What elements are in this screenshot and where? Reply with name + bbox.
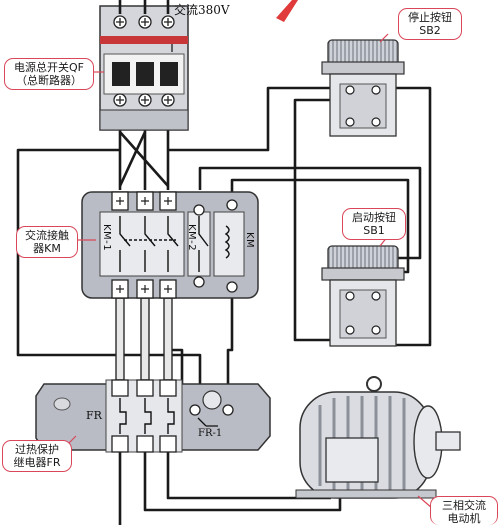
bar-3 xyxy=(163,297,173,381)
start-button-sb1[interactable] xyxy=(321,245,405,347)
circuit-breaker-qf xyxy=(99,0,189,131)
callout-motor-line2: 电动机 xyxy=(447,512,481,525)
bar-1 xyxy=(115,297,125,381)
callout-start-button: 启动按钮 SB1 xyxy=(342,208,406,240)
wires xyxy=(16,86,432,525)
callout-main-breaker: 电源总开关QF （总断路器） xyxy=(4,58,94,90)
overload-relay-fr xyxy=(35,379,271,453)
bar-2 xyxy=(140,297,150,381)
callout-stop-button-line2: SB2 xyxy=(419,24,441,37)
callout-motor-line1: 三相交流 xyxy=(442,499,486,512)
wire-coil-to-fr xyxy=(226,298,234,408)
fr-contact-label: FR-1 xyxy=(198,428,223,439)
callout-overload-relay-line2: 继电器FR xyxy=(13,456,61,469)
callout-contactor: 交流接触 器KM xyxy=(16,226,78,258)
wire-fr-to-motor-2 xyxy=(143,452,342,512)
callout-main-breaker-line2: （总断路器） xyxy=(16,74,82,87)
callout-contactor-line1: 交流接触 xyxy=(25,229,69,242)
wire-aux-to-start xyxy=(198,166,422,260)
fr-body-label: FR xyxy=(86,409,102,422)
callout-start-button-line1: 启动按钮 xyxy=(352,211,396,224)
wire-stop-to-km-aux xyxy=(293,98,330,342)
callout-stop-button-line1: 停止按钮 xyxy=(408,11,452,24)
km-coil-label: KM xyxy=(244,232,255,249)
pointer-arrow xyxy=(276,0,298,22)
three-phase-motor xyxy=(295,376,461,499)
callout-overload-relay: 过热保护 继电器FR xyxy=(2,440,72,472)
wire-cross-1 xyxy=(119,131,169,187)
callout-main-breaker-line1: 电源总开关QF xyxy=(14,61,84,74)
callout-motor: 三相交流 电动机 xyxy=(430,496,498,525)
km-aux-contact-label: KM-2 xyxy=(186,224,197,252)
wire-control-left xyxy=(16,148,202,400)
stop-button-sb2[interactable] xyxy=(321,39,405,137)
callout-overload-relay-line1: 过热保护 xyxy=(15,443,59,456)
supply-voltage-label: 交流380V xyxy=(174,3,230,17)
wire-cross-2 xyxy=(118,131,147,187)
callout-contactor-line2: 器KM xyxy=(33,242,61,255)
km-main-contact-label: KM-1 xyxy=(101,224,112,252)
wire-control-top xyxy=(168,86,330,152)
callout-start-button-line2: SB1 xyxy=(363,224,385,237)
callout-stop-button: 停止按钮 SB2 xyxy=(398,8,462,40)
wire-stop-to-start xyxy=(395,86,432,347)
contactor-km xyxy=(81,191,259,299)
